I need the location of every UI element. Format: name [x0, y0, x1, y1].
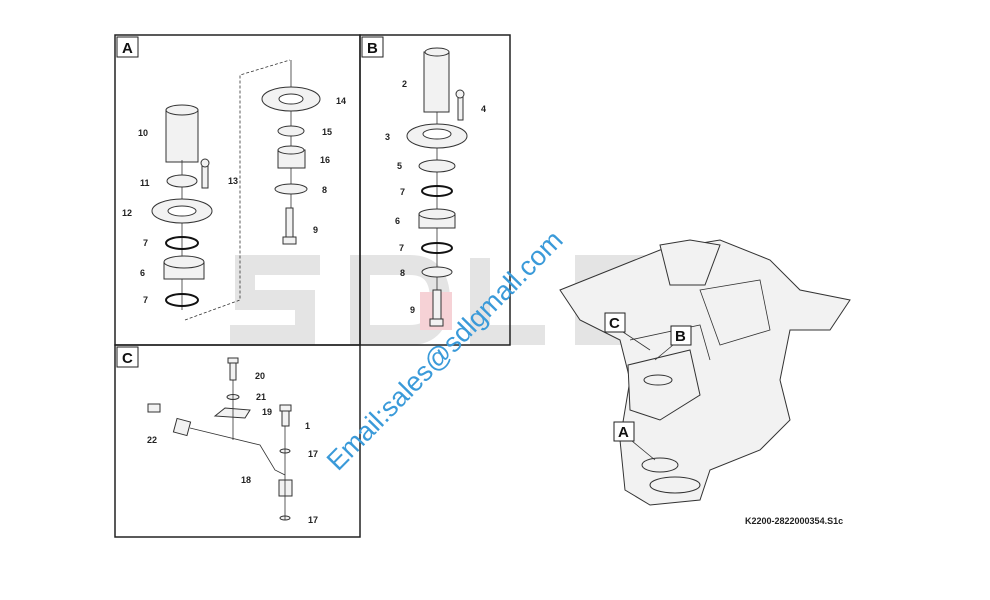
svg-text:11: 11	[140, 178, 150, 188]
overview-marker-c: C	[604, 312, 651, 351]
overview-marker-a: A	[613, 421, 656, 461]
svg-text:7: 7	[143, 238, 148, 248]
panel-b-label: B	[361, 36, 384, 58]
svg-text:2: 2	[402, 79, 407, 89]
svg-text:5: 5	[397, 161, 402, 171]
panel-a-callouts: 10 11 12 13 7 6 7 14 15 16 8 9	[122, 96, 346, 305]
svg-text:9: 9	[313, 225, 318, 235]
panel-b-parts	[406, 47, 468, 330]
machine-overview-drawing	[559, 239, 851, 506]
svg-text:B: B	[367, 40, 378, 57]
svg-text:C: C	[609, 315, 620, 332]
panel-a-parts	[151, 59, 321, 321]
svg-text:6: 6	[395, 216, 400, 226]
svg-text:7: 7	[143, 295, 148, 305]
svg-text:15: 15	[322, 127, 332, 137]
svg-text:20: 20	[255, 371, 265, 381]
svg-text:B: B	[675, 328, 686, 345]
svg-text:7: 7	[399, 243, 404, 253]
svg-text:8: 8	[322, 185, 327, 195]
svg-text:10: 10	[138, 128, 148, 138]
svg-text:16: 16	[320, 155, 330, 165]
svg-text:22: 22	[147, 435, 157, 445]
svg-text:17: 17	[308, 515, 318, 525]
svg-text:21: 21	[256, 392, 266, 402]
svg-text:A: A	[618, 424, 629, 441]
drawing-code: K2200-2822000354.S1c	[745, 516, 843, 526]
svg-text:8: 8	[400, 268, 405, 278]
svg-text:13: 13	[228, 176, 238, 186]
svg-text:19: 19	[262, 407, 272, 417]
overview-marker-b: B	[654, 325, 692, 361]
svg-text:9: 9	[410, 305, 415, 315]
panel-b-callouts: 2 4 3 5 7 6 7 8 9	[385, 79, 486, 315]
svg-text:18: 18	[241, 475, 251, 485]
panel-c-callouts: 20 21 19 1 22 17 18 17	[147, 371, 318, 525]
panel-c-frame	[114, 344, 361, 538]
svg-text:7: 7	[400, 187, 405, 197]
svg-text:14: 14	[336, 96, 346, 106]
svg-text:C: C	[122, 350, 133, 367]
svg-text:6: 6	[140, 268, 145, 278]
svg-text:12: 12	[122, 208, 132, 218]
svg-text:A: A	[122, 40, 133, 57]
panel-c-label: C	[116, 346, 139, 368]
svg-text:1: 1	[305, 421, 310, 431]
svg-text:17: 17	[308, 449, 318, 459]
panel-a-label: A	[116, 36, 139, 58]
svg-text:3: 3	[385, 132, 390, 142]
panel-c-parts	[147, 357, 293, 521]
panel-b-frame	[359, 34, 511, 346]
svg-text:4: 4	[481, 104, 486, 114]
